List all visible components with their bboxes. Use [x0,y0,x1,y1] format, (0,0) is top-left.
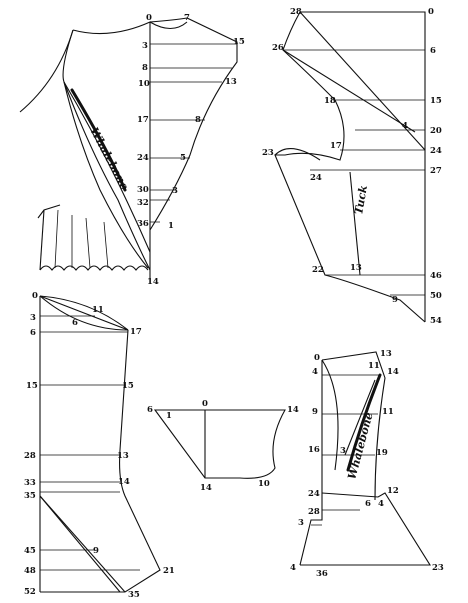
back-mark-24: 24 [430,146,442,156]
front-mark-30: 30 [137,185,149,195]
collar-mark-0: 0 [202,399,208,409]
collar-piece: 6 1 0 14 14 10 [147,399,299,493]
sleeve-mark-3: 3 [30,313,36,323]
front-mark-14: 14 [147,277,159,287]
side-whalebone-label: Whalebone [345,411,375,481]
sleeve-mark-48: 48 [24,566,36,576]
sleeve-mark-52: 52 [24,587,36,597]
back-mark-13: 13 [350,263,362,273]
side-mark-16: 16 [308,445,320,455]
sleeve-mark-21: 21 [163,566,175,576]
side-mark-19: 19 [376,448,388,458]
sleeve-mark-13: 13 [117,451,129,461]
sleeve-mark-6: 6 [72,318,78,328]
front-mark-0: 0 [146,13,152,23]
back-mark-18: 18 [324,96,336,106]
sleeve-mark-0: 0 [32,291,38,301]
side-mark-4b: 4 [378,499,384,509]
sleeve-mark-17: 17 [130,327,142,337]
side-mark-14: 14 [387,367,399,377]
front-mark-17: 17 [137,115,149,125]
front-mark-8b: 8 [195,115,201,125]
back-mark-17: 17 [330,141,342,151]
back-mark-27: 27 [430,166,442,176]
sleeve-mark-15b: 15 [122,381,134,391]
side-mark-24: 24 [308,489,320,499]
sleeve-mark-14: 14 [118,477,130,487]
back-mark-6: 6 [430,46,436,56]
back-mark-15: 15 [430,96,442,106]
back-tuck-label: Tuck [352,184,370,216]
sleeve-mark-45: 45 [24,546,36,556]
front-whalebone-label: Whalebone [87,125,131,192]
back-mark-46: 46 [430,271,442,281]
collar-mark-14b: 14 [200,483,212,493]
side-mark-4c: 4 [290,563,296,573]
side-mark-9: 9 [312,407,318,417]
side-mark-23: 23 [432,563,444,573]
back-mark-20: 20 [430,126,442,136]
side-piece: 0 13 11 14 4 9 11 16 3 19 24 12 28 6 4 3… [290,349,444,579]
sleeve-mark-28: 28 [24,451,36,461]
front-mark-13: 13 [225,77,237,87]
front-mark-8: 8 [142,63,148,73]
back-mark-0: 0 [428,7,434,17]
collar-mark-6: 6 [147,405,153,415]
front-mark-7: 7 [184,13,190,23]
front-mark-15: 15 [233,37,245,47]
side-mark-11: 11 [368,361,380,371]
collar-mark-10: 10 [258,479,270,489]
back-mark-4: 4 [402,121,408,131]
sleeve-piece: 0 11 3 6 17 6 15 15 28 13 33 14 35 45 9 … [24,291,175,600]
side-mark-28: 28 [308,507,320,517]
side-mark-11b: 11 [382,407,394,417]
front-mark-36: 36 [137,219,149,229]
back-mark-23: 23 [262,148,274,158]
back-piece: 28 0 26 6 18 15 20 4 24 17 27 24 23 Tuck… [262,7,442,326]
sleeve-mark-33: 33 [24,478,36,488]
back-mark-28: 28 [290,7,302,17]
sleeve-mark-11: 11 [92,305,104,315]
front-mark-24: 24 [137,153,149,163]
side-mark-0: 0 [314,353,320,363]
front-mark-1: 1 [168,221,174,231]
sleeve-mark-15: 15 [26,381,38,391]
back-mark-22: 22 [312,265,324,275]
back-mark-26: 26 [272,43,284,53]
side-mark-12: 12 [387,486,399,496]
front-mark-10: 10 [138,79,150,89]
side-mark-13: 13 [380,349,392,359]
back-mark-50: 50 [430,291,442,301]
back-mark-9: 9 [392,295,398,305]
front-mark-3: 3 [142,41,148,51]
front-mark-5: 5 [180,153,186,163]
back-mark-24b: 24 [310,173,322,183]
front-mark-3b: 3 [172,186,178,196]
side-mark-36: 36 [316,569,328,579]
sleeve-mark-6b: 6 [30,328,36,338]
side-mark-4: 4 [312,367,318,377]
front-bodice-piece: 0 7 3 15 8 10 13 17 8 24 5 30 3 32 36 1 … [19,13,245,287]
collar-mark-14: 14 [287,405,299,415]
side-mark-3b: 3 [298,518,304,528]
sleeve-mark-35b: 35 [128,590,140,599]
side-mark-3: 3 [340,446,346,456]
front-mark-32: 32 [137,198,149,208]
back-mark-54: 54 [430,316,442,326]
collar-mark-1: 1 [166,411,172,421]
sleeve-mark-35: 35 [24,491,36,501]
side-mark-6: 6 [365,499,371,509]
sleeve-mark-9: 9 [93,546,99,556]
